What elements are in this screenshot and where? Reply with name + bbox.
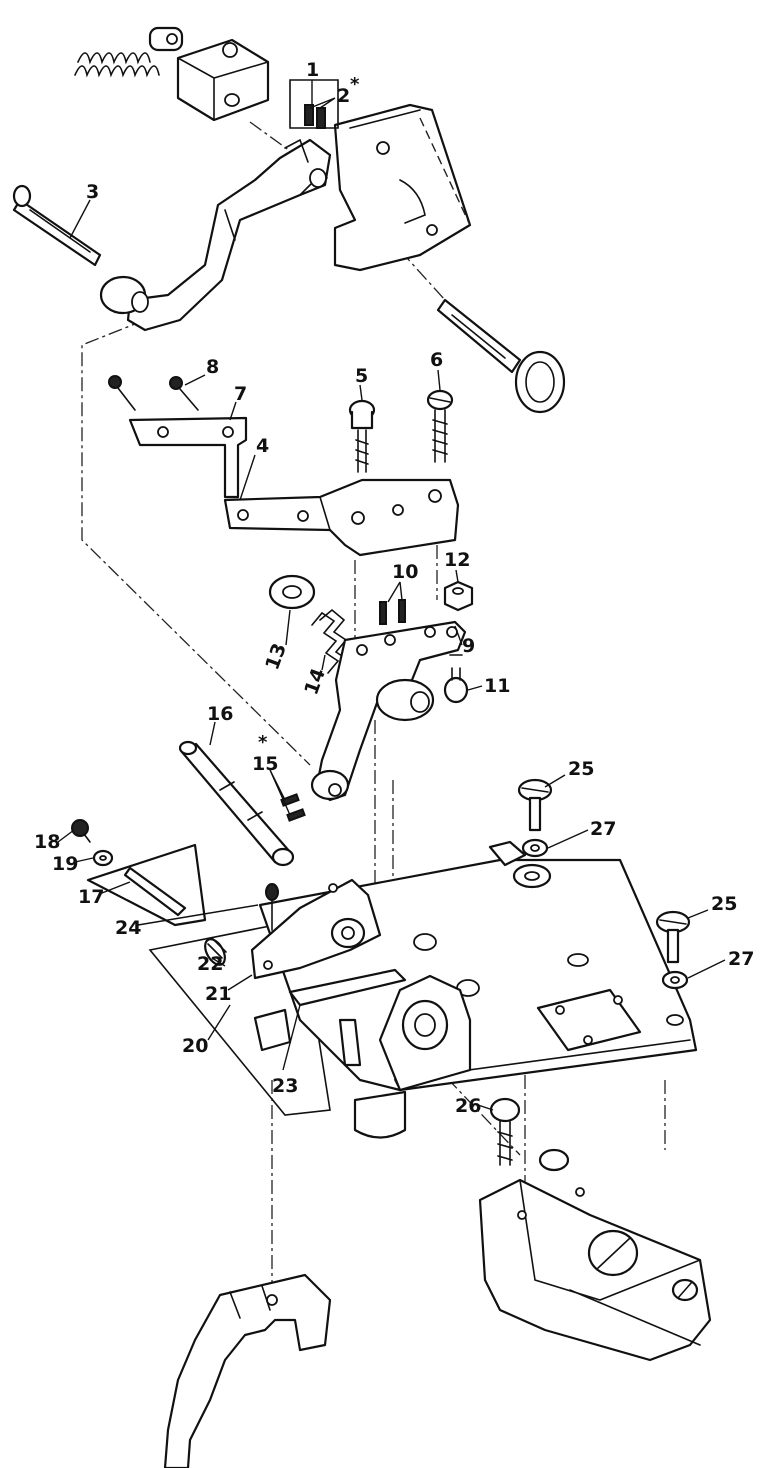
- callout-19: 19: [52, 853, 78, 875]
- callout-7: 7: [234, 383, 247, 405]
- callout-12: 12: [444, 549, 470, 571]
- callout-23: 23: [272, 1075, 298, 1097]
- callout-8: 8: [206, 356, 219, 378]
- callout-25a: 25: [568, 758, 594, 780]
- washer-27b-part: [661, 970, 689, 990]
- pins-15-part: [280, 793, 306, 822]
- callout-6: 6: [430, 349, 443, 371]
- pivot-housing-part: [353, 974, 472, 1139]
- pins-10-part: [379, 599, 406, 625]
- screw-11-part: [443, 654, 469, 704]
- callout-16: 16: [207, 703, 233, 725]
- callout-3: 3: [86, 181, 99, 203]
- lever-arm-part: [99, 138, 332, 332]
- spring-part: [74, 26, 184, 78]
- plate-4-part: [223, 478, 460, 557]
- spring-22-part: [204, 937, 227, 966]
- clamp-block-part: [176, 38, 270, 122]
- callout-24: 24: [115, 917, 141, 939]
- callout-15-star: *: [258, 732, 268, 753]
- bearing-block-24-part: [250, 878, 382, 980]
- lever-9-part: [310, 620, 467, 802]
- callout-20: 20: [182, 1035, 208, 1057]
- callout-11: 11: [484, 675, 510, 697]
- callout-27b: 27: [728, 948, 754, 970]
- callout-2-star: *: [350, 74, 360, 95]
- screw-24-part: [265, 883, 279, 931]
- washer-19-part: [92, 849, 114, 867]
- callout-22: 22: [197, 953, 223, 975]
- screw-8-part: [108, 375, 199, 411]
- callout-26: 26: [455, 1095, 481, 1117]
- machine-bed-part: [478, 1148, 712, 1362]
- screw-25b-part: [655, 910, 691, 964]
- callout-4: 4: [256, 435, 269, 457]
- callout-13: 13: [261, 640, 291, 672]
- screws-2-part: [289, 79, 339, 129]
- plate-17-part: [86, 843, 207, 927]
- callout-1: 1: [306, 59, 319, 81]
- callout-18: 18: [34, 831, 60, 853]
- washer-27a-part: [521, 838, 549, 858]
- long-screw-part: [436, 298, 566, 414]
- washer-13-part: [268, 574, 316, 610]
- shaft-3-part: [12, 184, 102, 267]
- callout-10: 10: [392, 561, 418, 583]
- callout-27a: 27: [590, 818, 616, 840]
- screw-18-part: [71, 819, 91, 843]
- callout-2: 2: [337, 85, 350, 107]
- spring-14-part: [311, 608, 349, 674]
- callout-25b: 25: [711, 893, 737, 915]
- screw-25a-part: [517, 778, 553, 832]
- callout-5: 5: [355, 365, 368, 387]
- callout-21: 21: [205, 983, 231, 1005]
- guide-23-part: [253, 968, 407, 1067]
- callout-17: 17: [78, 886, 104, 908]
- bracket-part: [333, 103, 472, 272]
- screw-6-part: [426, 389, 454, 463]
- presser-foot-part: [163, 1273, 332, 1468]
- screw-26-part: [489, 1097, 521, 1166]
- callout-14: 14: [300, 665, 330, 697]
- callout-15: 15: [252, 753, 278, 775]
- plate-7-part: [128, 416, 248, 499]
- leader-lines: [57, 80, 726, 1111]
- nut-12-part: [443, 580, 474, 612]
- callout-9: 9: [462, 635, 475, 657]
- screw-5-part: [348, 399, 376, 473]
- shaft-16-part: [178, 740, 295, 867]
